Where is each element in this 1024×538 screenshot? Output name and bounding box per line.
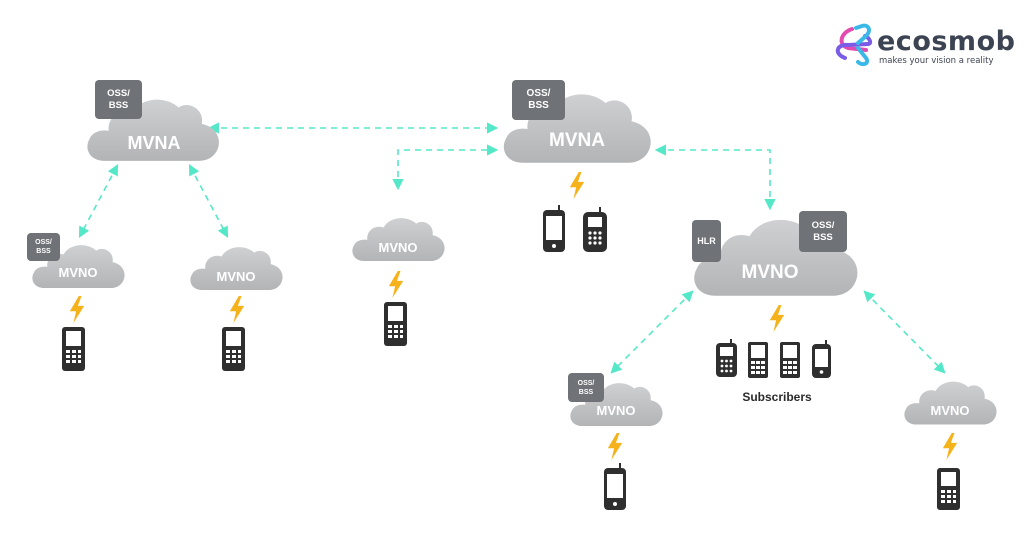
- keypad-phone-icon: [716, 339, 737, 377]
- label-mvna-left: MVNA: [127, 133, 181, 153]
- brand-name: ecosmob: [877, 26, 1016, 57]
- hlr-box: HLR: [692, 220, 721, 262]
- mobile-phone-icon: [812, 340, 831, 378]
- keypad-phone-icon: [780, 342, 800, 378]
- label-mvno-bottom-left: MVNO: [596, 403, 636, 418]
- oss-bss-box-mvno-bottom-left: OSS/ BSS: [568, 373, 604, 402]
- keypad-phone-icon: [62, 327, 85, 371]
- oss-bss-box-mvna-left: OSS/ BSS: [95, 80, 142, 119]
- keypad-phone-icon: [384, 302, 407, 346]
- label-mvno-left: MVNO: [216, 269, 256, 284]
- keypad-phone-icon: [748, 342, 768, 378]
- oss-bss-box-mvno-far-left: OSS/ BSS: [27, 233, 60, 261]
- ecosmob-logo-icon: [835, 23, 873, 67]
- bolt-icon: [607, 433, 623, 460]
- label-mvno-bottom-right: MVNO: [930, 403, 970, 418]
- bolt-icon: [229, 296, 245, 323]
- link-mvna-mvno-big: [654, 144, 776, 211]
- keypad-phone-icon: [583, 207, 607, 252]
- brand-tagline: makes your vision a reality: [879, 56, 994, 66]
- link-mvna-mvno-far-left: [78, 164, 119, 238]
- connections: [78, 122, 946, 374]
- label-mvno-middle: MVNO: [378, 240, 418, 255]
- keypad-phone-icon: [222, 327, 245, 371]
- link-mvno-big-bottom-left: [610, 290, 694, 374]
- bolt-icon: [69, 296, 85, 323]
- bolt-icon: [388, 271, 404, 298]
- link-mvna-mvno-left: [188, 164, 229, 238]
- label-mvno-big: MVNO: [741, 262, 799, 283]
- subscribers-label: Subscribers: [742, 390, 812, 404]
- keypad-phone-icon: [937, 468, 960, 510]
- mobile-phone-icon: [604, 463, 626, 510]
- mobile-phone-icon: [543, 205, 565, 252]
- bolt-icon: [769, 305, 785, 332]
- bolt-icon: [569, 172, 585, 199]
- label-mvno-far-left: MVNO: [58, 265, 98, 280]
- link-mvno-big-bottom-right: [863, 290, 946, 374]
- bolt-icon: [942, 433, 958, 460]
- oss-bss-box-mvno-big: OSS/ BSS: [799, 211, 847, 252]
- link-mvno-middle-mvna: [392, 144, 499, 191]
- label-mvna-right: MVNA: [549, 130, 605, 151]
- phones: [62, 205, 960, 510]
- oss-bss-box-mvna-right: OSS/ BSS: [512, 80, 565, 120]
